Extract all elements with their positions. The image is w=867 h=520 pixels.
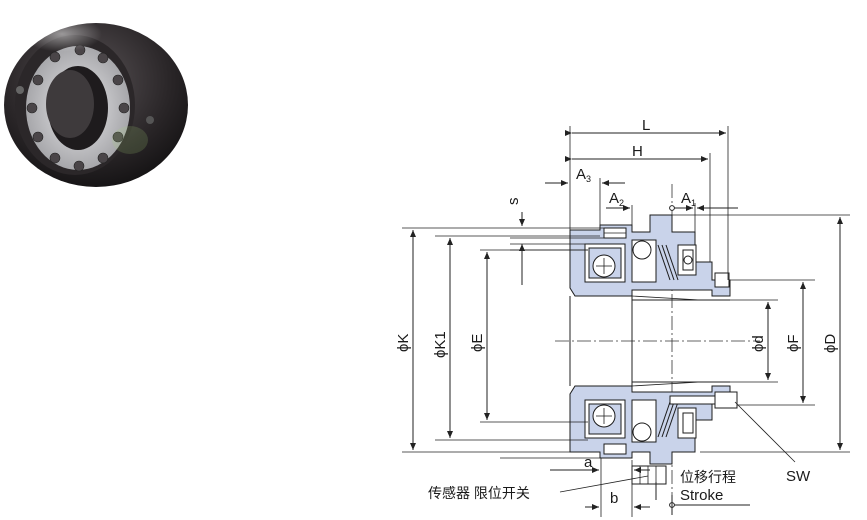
svg-text:A3: A3 — [576, 166, 591, 184]
dim-L-label: L — [642, 117, 650, 134]
stroke-cn-label: 位移行程 — [680, 469, 736, 485]
section-upper-half — [569, 214, 731, 297]
svg-text:A1: A1 — [681, 190, 696, 208]
sensor-label: 传感器 限位开关 — [428, 485, 530, 501]
dim-b-label: b — [610, 490, 618, 507]
sw-leader — [734, 401, 796, 463]
dim-phid-label: ϕd — [750, 335, 767, 352]
dim-phiE-label: ϕE — [469, 334, 486, 352]
svg-text:A2: A2 — [609, 190, 624, 208]
dim-A1-sub: 1 — [691, 198, 696, 208]
dim-A3-sub: 3 — [586, 174, 591, 184]
dim-H-label: H — [632, 143, 643, 160]
dim-phiK1-label: ϕK1 — [432, 331, 449, 358]
dim-A2-sub: 2 — [619, 198, 624, 208]
stroke-en-label: Stroke — [680, 487, 723, 504]
dim-s-label: s — [505, 198, 522, 206]
product-photo — [4, 16, 188, 187]
dim-A1-label: A — [681, 190, 691, 207]
dim-phiK-label: ϕK — [395, 334, 412, 352]
bore-outline — [569, 295, 730, 387]
dim-A2-label: A — [609, 190, 619, 207]
sw-label: SW — [786, 468, 811, 485]
dim-phiF-label: ϕF — [785, 334, 802, 352]
dim-a-label: a — [584, 454, 593, 471]
dim-A3-label: A — [576, 166, 586, 183]
dim-phiD-label: ϕD — [822, 334, 839, 353]
sensor-leader — [559, 475, 649, 493]
